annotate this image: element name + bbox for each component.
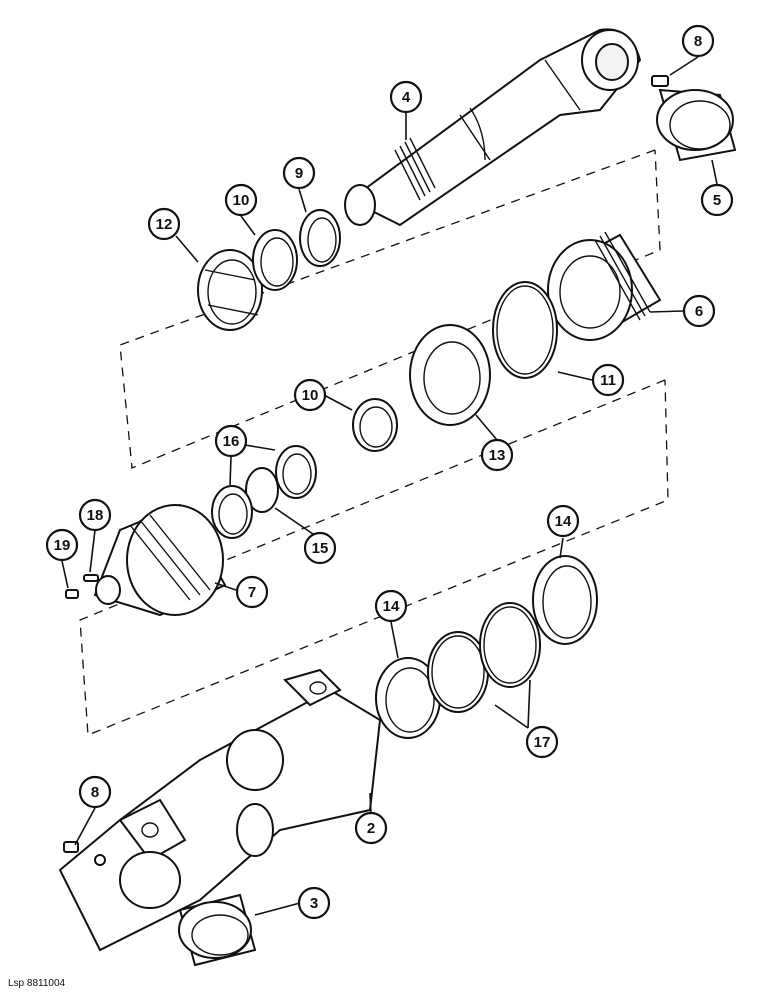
- seal-13: [409, 324, 491, 426]
- callout-14-right-label: 14: [555, 513, 572, 530]
- reference-code: Lsp 8811004: [8, 978, 66, 989]
- callout-10-lower-label: 10: [302, 387, 319, 404]
- callout-6: 6: [682, 294, 716, 328]
- callout-4: 4: [389, 80, 423, 114]
- rings-16-15: [211, 445, 317, 539]
- callout-13: 13: [480, 438, 514, 472]
- callout-9-label: 9: [295, 165, 303, 182]
- pins-18-19: [65, 574, 99, 599]
- callout-13-label: 13: [489, 447, 506, 464]
- bushing-lower: [178, 893, 257, 967]
- barrel: [58, 668, 382, 952]
- callout-5: 5: [700, 183, 734, 217]
- ring-10-lower: [352, 398, 398, 452]
- callout-7: 7: [235, 575, 269, 609]
- callout-14-right: 14: [546, 504, 580, 538]
- callout-14-left-label: 14: [383, 598, 400, 615]
- gland: [547, 231, 662, 341]
- callout-8-upper-label: 8: [694, 33, 702, 50]
- callout-10-upper-label: 10: [233, 192, 250, 209]
- callout-8-upper: 8: [681, 24, 715, 58]
- callout-17-label: 17: [534, 734, 551, 751]
- callout-6-label: 6: [695, 303, 703, 320]
- callout-19: 19: [45, 528, 79, 562]
- grease-fitting-upper: [651, 75, 669, 87]
- o-ring-11: [492, 281, 558, 379]
- callout-3-label: 3: [310, 895, 318, 912]
- callout-7-label: 7: [248, 584, 256, 601]
- piston-rod: [344, 28, 642, 227]
- callout-8-lower: 8: [78, 775, 112, 809]
- callout-11-label: 11: [600, 372, 616, 389]
- callout-2-label: 2: [367, 820, 375, 837]
- callout-4-label: 4: [402, 89, 411, 106]
- leader-lines: [61, 56, 718, 916]
- callout-9: 9: [282, 156, 316, 190]
- callout-3: 3: [297, 886, 331, 920]
- callout-10-upper: 10: [224, 183, 258, 217]
- callout-10-lower: 10: [293, 378, 327, 412]
- callout-8-lower-label: 8: [91, 784, 99, 801]
- bushing-upper: [656, 88, 737, 162]
- assembly-guide-lines: [79, 149, 669, 736]
- callout-2: 2: [354, 811, 388, 845]
- callout-15: 15: [303, 531, 337, 565]
- callout-19-label: 19: [54, 537, 71, 554]
- ring-9: [299, 209, 341, 267]
- callout-12-label: 12: [156, 216, 173, 233]
- rings-14-17: [375, 555, 598, 739]
- callout-14-left: 14: [374, 589, 408, 623]
- piston: [93, 503, 227, 617]
- piston-seal: [197, 249, 263, 331]
- callout-16-label: 16: [223, 433, 240, 450]
- callout-18-label: 18: [87, 507, 104, 524]
- callout-17: 17: [525, 725, 559, 759]
- callout-16: 16: [214, 424, 248, 458]
- callout-15-label: 15: [312, 540, 329, 557]
- callout-12: 12: [147, 207, 181, 241]
- callout-5-label: 5: [713, 192, 721, 209]
- callout-11: 11: [591, 363, 625, 397]
- callout-18: 18: [78, 498, 112, 532]
- wear-ring-upper: [252, 229, 298, 291]
